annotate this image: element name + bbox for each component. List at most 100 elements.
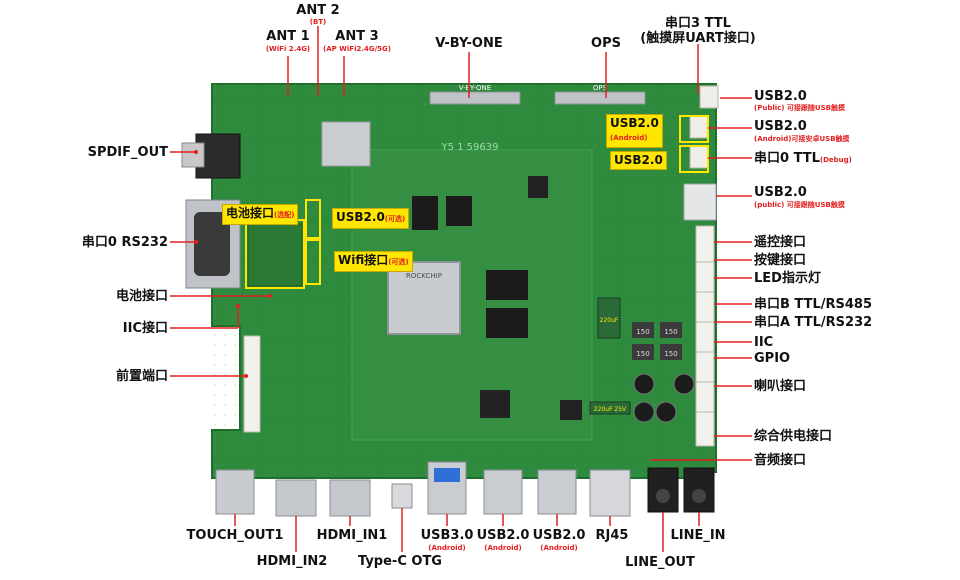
- usb30-sub: (Android): [428, 544, 466, 552]
- line-out-label: LINE_OUT: [625, 555, 695, 570]
- ops-connector: [554, 91, 646, 105]
- audio-label: 音频接口: [754, 453, 807, 468]
- battery-callout-sub: (选配): [274, 211, 295, 219]
- wifi-shield: [321, 121, 371, 167]
- usb20-a-label: USB2.0: [476, 528, 530, 543]
- uart0-header: [689, 145, 709, 169]
- wifi-optional-sub: (可选): [388, 258, 409, 266]
- usb-optional-label: USB2.0: [336, 210, 385, 224]
- ant2-sub: (BT): [309, 18, 327, 26]
- usb-public-2-sub: (public) 可接跟随USB触摸: [754, 201, 845, 209]
- uart0-ttl-label: 串口0 TTL(Debug): [754, 151, 852, 166]
- battery-label: 电池接口: [115, 289, 168, 304]
- uartb-label: 串口B TTL/RS485: [754, 297, 873, 312]
- emmc-chip: [446, 196, 472, 226]
- iic-right-label: IIC: [754, 335, 774, 350]
- inductor-array: 150 150 150 150: [632, 322, 682, 360]
- usb20-b-port: [537, 469, 577, 515]
- usb20-a-sub: (Android): [484, 544, 522, 552]
- electrolytic-caps: [633, 373, 695, 423]
- typec-port: [391, 483, 413, 509]
- vbyone-connector: [429, 91, 521, 105]
- wifi-optional-callout: Wifi接口(可选): [334, 251, 413, 272]
- usb-android-label: USB2.0: [754, 119, 807, 134]
- usb-public-header: [699, 85, 719, 109]
- usb-android-callout-sub: (Android): [610, 134, 648, 142]
- wifi-optional-label: Wifi接口: [338, 253, 389, 267]
- front-port-label: 前置端口: [115, 369, 168, 384]
- usb-android-callout-label: USB2.0: [610, 116, 659, 130]
- speaker-label: 喇叭接口: [754, 379, 807, 394]
- soc-brand-text: ROCKCHIP: [406, 272, 442, 280]
- usb20-b-sub: (Android): [540, 544, 578, 552]
- spdif-label: SPDIF_OUT: [87, 145, 168, 160]
- usb-android-header: [689, 115, 709, 139]
- remote-label: 遥控接口: [754, 235, 807, 250]
- ops-silk: OPS: [593, 84, 608, 92]
- small-chip-1: [560, 400, 582, 420]
- touch-out1-label: TOUCH_OUT1: [186, 528, 284, 543]
- led-label: LED指示灯: [754, 271, 821, 286]
- typec-label: Type-C OTG: [358, 554, 442, 569]
- keys-label: 按键接口: [754, 253, 807, 268]
- usb-public-port: [683, 183, 717, 221]
- uarta-label: 串口A TTL/RS232: [754, 315, 873, 330]
- cap-text: 220uF: [600, 317, 619, 324]
- usb-callout-2: USB2.0: [610, 151, 667, 170]
- flash-chip: [412, 196, 438, 230]
- small-chip-2: [528, 176, 548, 198]
- usb-optional-callout: USB2.0(可选): [332, 208, 410, 229]
- rj45-port: [589, 469, 631, 517]
- rs232-label: 串口0 RS232: [81, 235, 168, 250]
- ant2-label: ANT 2: [296, 3, 340, 18]
- uart3-label: 串口3 TTL: [665, 16, 731, 31]
- usb-android-callout: USB2.0 (Android): [606, 114, 663, 148]
- vbyone-silk: V-BY-ONE: [459, 84, 491, 92]
- ram-chip-2: [486, 308, 528, 338]
- uart0-ttl-sub: (Debug): [819, 156, 852, 164]
- ant3-label: ANT 3: [335, 29, 379, 44]
- pmic-chip: [480, 390, 510, 418]
- front-port-header: [243, 335, 261, 433]
- soc-chip: [387, 261, 461, 335]
- gpio-label: GPIO: [754, 351, 791, 366]
- battery-callout: 电池接口(选配): [222, 204, 299, 225]
- usb-optional-sub: (可选): [384, 215, 406, 223]
- usb-public-2-label: USB2.0: [754, 185, 807, 200]
- uart3-sub-label: (触摸屏UART接口): [640, 31, 756, 46]
- battery-holder: [247, 223, 303, 287]
- hdmi-in2-port: [275, 479, 317, 517]
- hdmi-in2-label: HDMI_IN2: [256, 554, 328, 569]
- hdmi-in1-label: HDMI_IN1: [316, 528, 388, 543]
- power-label: 综合供电接口: [754, 429, 833, 444]
- cap-large: [597, 297, 621, 339]
- usb-android-sub: (Android)可接安卓USB触摸: [754, 135, 850, 143]
- ant1-sub: (WiFi 2.4G): [265, 45, 311, 53]
- ant1-label: ANT 1: [266, 29, 310, 44]
- hdmi-in1-port: [329, 479, 371, 517]
- ram-chip-1: [486, 270, 528, 300]
- svg-text:220uF 25V: 220uF 25V: [594, 406, 627, 413]
- vbyone-label: V-BY-ONE: [435, 36, 503, 51]
- rj45-label: RJ45: [595, 528, 629, 543]
- usb-public-1-sub: (Public) 可接跟随USB触摸: [754, 104, 845, 112]
- svg-text:150: 150: [664, 328, 677, 336]
- iic-left-label: IIC接口: [122, 321, 168, 336]
- ant3-sub: (AP WiFi2.4G/5G): [322, 45, 392, 53]
- leader-lines: [170, 26, 752, 552]
- line-in-label: LINE_IN: [670, 528, 726, 543]
- side-headers: [695, 225, 715, 447]
- ops-label: OPS: [591, 36, 621, 51]
- svg-text:150: 150: [636, 350, 649, 358]
- touch-out1-port: [215, 469, 255, 515]
- usb30-label: USB3.0: [420, 528, 474, 543]
- usb20-a-port: [483, 469, 523, 515]
- svg-text:150: 150: [664, 350, 677, 358]
- svg-text:150: 150: [636, 328, 649, 336]
- board-serial-silk: Y5 1 59639: [440, 142, 498, 153]
- usb20-b-label: USB2.0: [532, 528, 586, 543]
- usb-public-1-label: USB2.0: [754, 89, 807, 104]
- battery-callout-label: 电池接口: [226, 206, 275, 220]
